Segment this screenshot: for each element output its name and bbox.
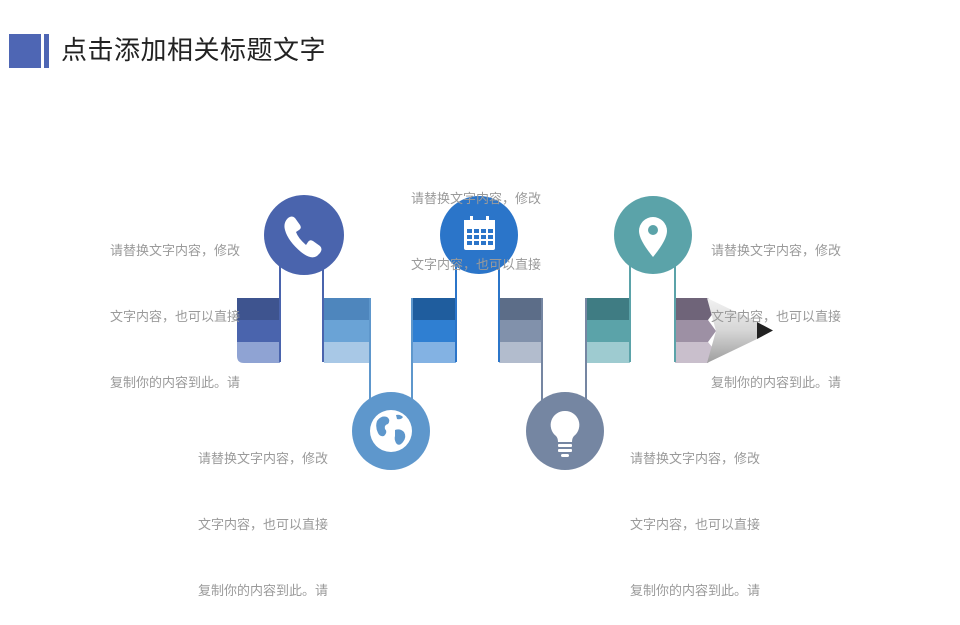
step-4-badge (526, 392, 604, 470)
pencil-segment-2 (324, 298, 370, 363)
globe-icon (370, 410, 412, 452)
step-3-badge (440, 196, 518, 274)
title-accent-bar (44, 34, 49, 68)
step-2-line-2: 文字内容，也可以直接 (198, 518, 329, 533)
pencil-tip (707, 298, 773, 363)
step-4-line-2: 文字内容，也可以直接 (630, 518, 761, 533)
step-5-text: 请替换文字内容，修改 文字内容，也可以直接 复制你的内容到此。请 (711, 197, 841, 417)
pencil-segment-1 (237, 298, 280, 363)
pencil-segment-4 (499, 298, 542, 363)
step-3-line-2: 文字内容，也可以直接 (411, 258, 542, 273)
step-5-line-1: 请替换文字内容，修改 (711, 244, 842, 259)
calendar-icon (464, 216, 495, 250)
title-accent-block (9, 34, 41, 68)
step-1-line-1: 请替换文字内容，修改 (110, 244, 241, 259)
step-4-text: 请替换文字内容，修改 文字内容，也可以直接 复制你的内容到此。请 (630, 405, 760, 625)
step-4-line-3: 复制你的内容到此。请 (630, 584, 761, 599)
step-2-text: 请替换文字内容，修改 文字内容，也可以直接 复制你的内容到此。请 (198, 405, 328, 625)
step-2-line-3: 复制你的内容到此。请 (198, 584, 329, 599)
location-pin-icon (639, 217, 667, 257)
step-1-text: 请替换文字内容，修改 文字内容，也可以直接 复制你的内容到此。请 (110, 197, 240, 417)
pencil-ferrule (675, 298, 716, 363)
step-3-text: 请替换文字内容，修改 文字内容，也可以直接 (411, 145, 541, 299)
step-1-line-2: 文字内容，也可以直接 (110, 310, 241, 325)
step-5-line-2: 文字内容，也可以直接 (711, 310, 842, 325)
step-5-line-3: 复制你的内容到此。请 (711, 376, 842, 391)
pencil-segment-5 (586, 298, 630, 363)
lightbulb-icon (550, 410, 580, 457)
pencil-timeline-diagram (237, 195, 773, 470)
step-1-badge (264, 195, 344, 275)
step-5-badge (614, 196, 692, 274)
page-title: 点击添加相关标题文字 (61, 36, 327, 66)
step-1-line-3: 复制你的内容到此。请 (110, 376, 241, 391)
step-4-line-1: 请替换文字内容，修改 (630, 452, 761, 467)
pencil-segment-3 (412, 298, 456, 363)
step-2-line-1: 请替换文字内容，修改 (198, 452, 329, 467)
phone-icon (284, 216, 322, 258)
step-2-badge (352, 392, 430, 470)
step-3-line-1: 请替换文字内容，修改 (411, 192, 542, 207)
